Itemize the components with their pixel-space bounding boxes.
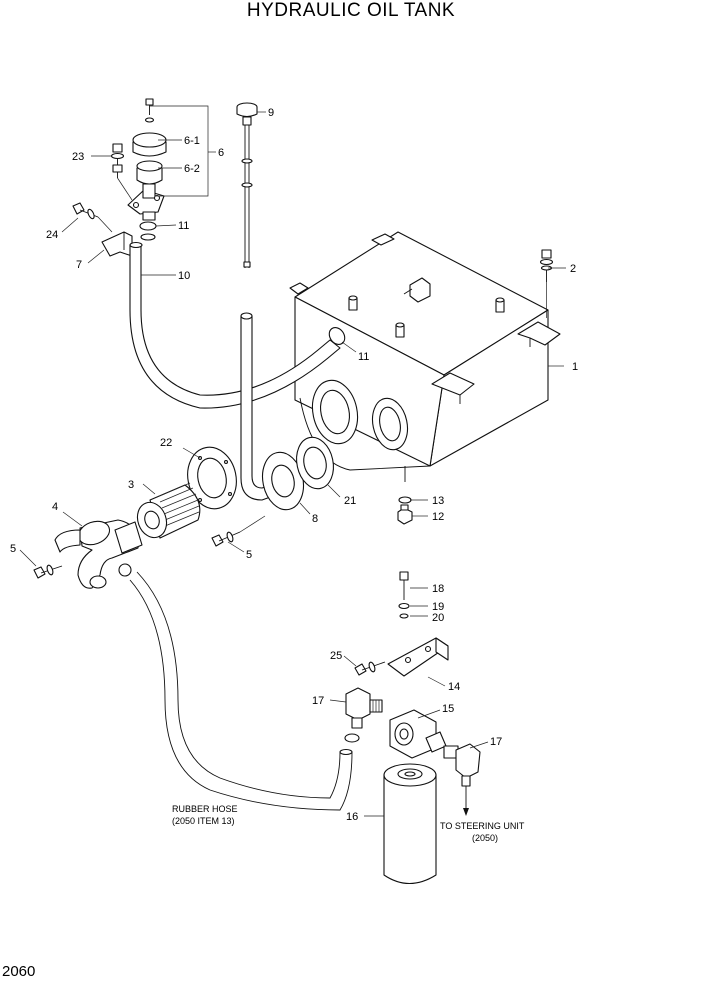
filter-head-15 xyxy=(389,709,447,759)
callout-17-left: 17 xyxy=(312,695,324,707)
hose-10 xyxy=(129,241,341,409)
hydraulic-tank xyxy=(289,231,561,482)
page-number: 2060 xyxy=(2,963,36,980)
steering-unit-note-line2: (2050) xyxy=(472,833,498,843)
drain-plug-12 xyxy=(397,504,413,525)
callout-3: 3 xyxy=(128,479,134,491)
callout-16: 16 xyxy=(346,811,358,823)
callout-6-1: 6-1 xyxy=(184,135,200,147)
o-ring-13 xyxy=(398,496,412,504)
steering-unit-note-line1: TO STEERING UNIT xyxy=(440,821,525,831)
callout-12: 12 xyxy=(432,511,444,523)
callout-8: 8 xyxy=(312,513,318,525)
callout-23: 23 xyxy=(72,151,84,163)
callout-5-center: 5 xyxy=(246,549,252,561)
dipstick-9 xyxy=(236,102,258,268)
bolt-24 xyxy=(72,202,113,233)
page-title: HYDRAULIC OIL TANK xyxy=(246,0,456,21)
hose-clamp-11-upper xyxy=(139,221,157,231)
callout-14: 14 xyxy=(448,681,460,693)
bolt-25 xyxy=(354,661,386,676)
callout-21: 21 xyxy=(344,495,356,507)
callout-9: 9 xyxy=(268,107,274,119)
washer-19 xyxy=(398,602,410,610)
hose-clamp-17 xyxy=(344,733,360,743)
strainer-3 xyxy=(136,482,201,539)
hose-clamp-11-tank xyxy=(328,327,346,345)
callout-25: 25 xyxy=(330,650,342,662)
rubber-hose-note-line1: RUBBER HOSE xyxy=(172,804,238,814)
notes: RUBBER HOSE (2050 ITEM 13) TO STEERING U… xyxy=(172,804,525,843)
callout-5-left: 5 xyxy=(10,543,16,555)
leader-lines xyxy=(19,111,566,817)
callout-6: 6 xyxy=(218,147,224,159)
bracket-14 xyxy=(387,637,449,677)
callout-20: 20 xyxy=(432,612,444,624)
callout-24: 24 xyxy=(46,229,58,241)
hose-clamp-11-lower xyxy=(140,233,156,241)
callout-17-right: 17 xyxy=(490,736,502,748)
filter-cartridge-16 xyxy=(383,763,437,885)
callout-19: 19 xyxy=(432,601,444,613)
gasket-21 xyxy=(296,436,334,490)
callout-1: 1 xyxy=(572,361,578,373)
bolt-18 xyxy=(399,571,409,600)
bolt-5-center xyxy=(211,515,266,547)
callout-13: 13 xyxy=(432,495,444,507)
suction-elbow-4 xyxy=(54,519,143,589)
callout-10: 10 xyxy=(178,270,190,282)
elbow-fitting-17-left xyxy=(345,687,383,729)
callout-6-2: 6-2 xyxy=(184,163,200,175)
bolt-2 xyxy=(539,249,554,318)
rubber-hose xyxy=(129,571,360,811)
bolt-23 xyxy=(110,143,133,201)
callout-2: 2 xyxy=(570,263,576,275)
callout-15: 15 xyxy=(442,703,454,715)
washer-20 xyxy=(399,613,409,619)
strainer-cap-assembly xyxy=(127,98,209,221)
callout-labels: 1 2 3 4 5 5 6 6-1 6-2 7 8 9 10 11 11 12 … xyxy=(10,107,578,823)
elbow-fitting-17-right xyxy=(443,743,481,816)
callout-18: 18 xyxy=(432,583,444,595)
callout-22: 22 xyxy=(160,437,172,449)
bracket-7 xyxy=(101,231,133,257)
callout-4: 4 xyxy=(52,501,58,513)
gasket-22 xyxy=(187,446,237,510)
callout-11-tank: 11 xyxy=(358,351,369,363)
bolt-5-left xyxy=(33,564,63,579)
callout-11-upper: 11 xyxy=(178,220,189,232)
callout-7: 7 xyxy=(76,259,82,271)
rubber-hose-note-line2: (2050 ITEM 13) xyxy=(172,816,235,826)
